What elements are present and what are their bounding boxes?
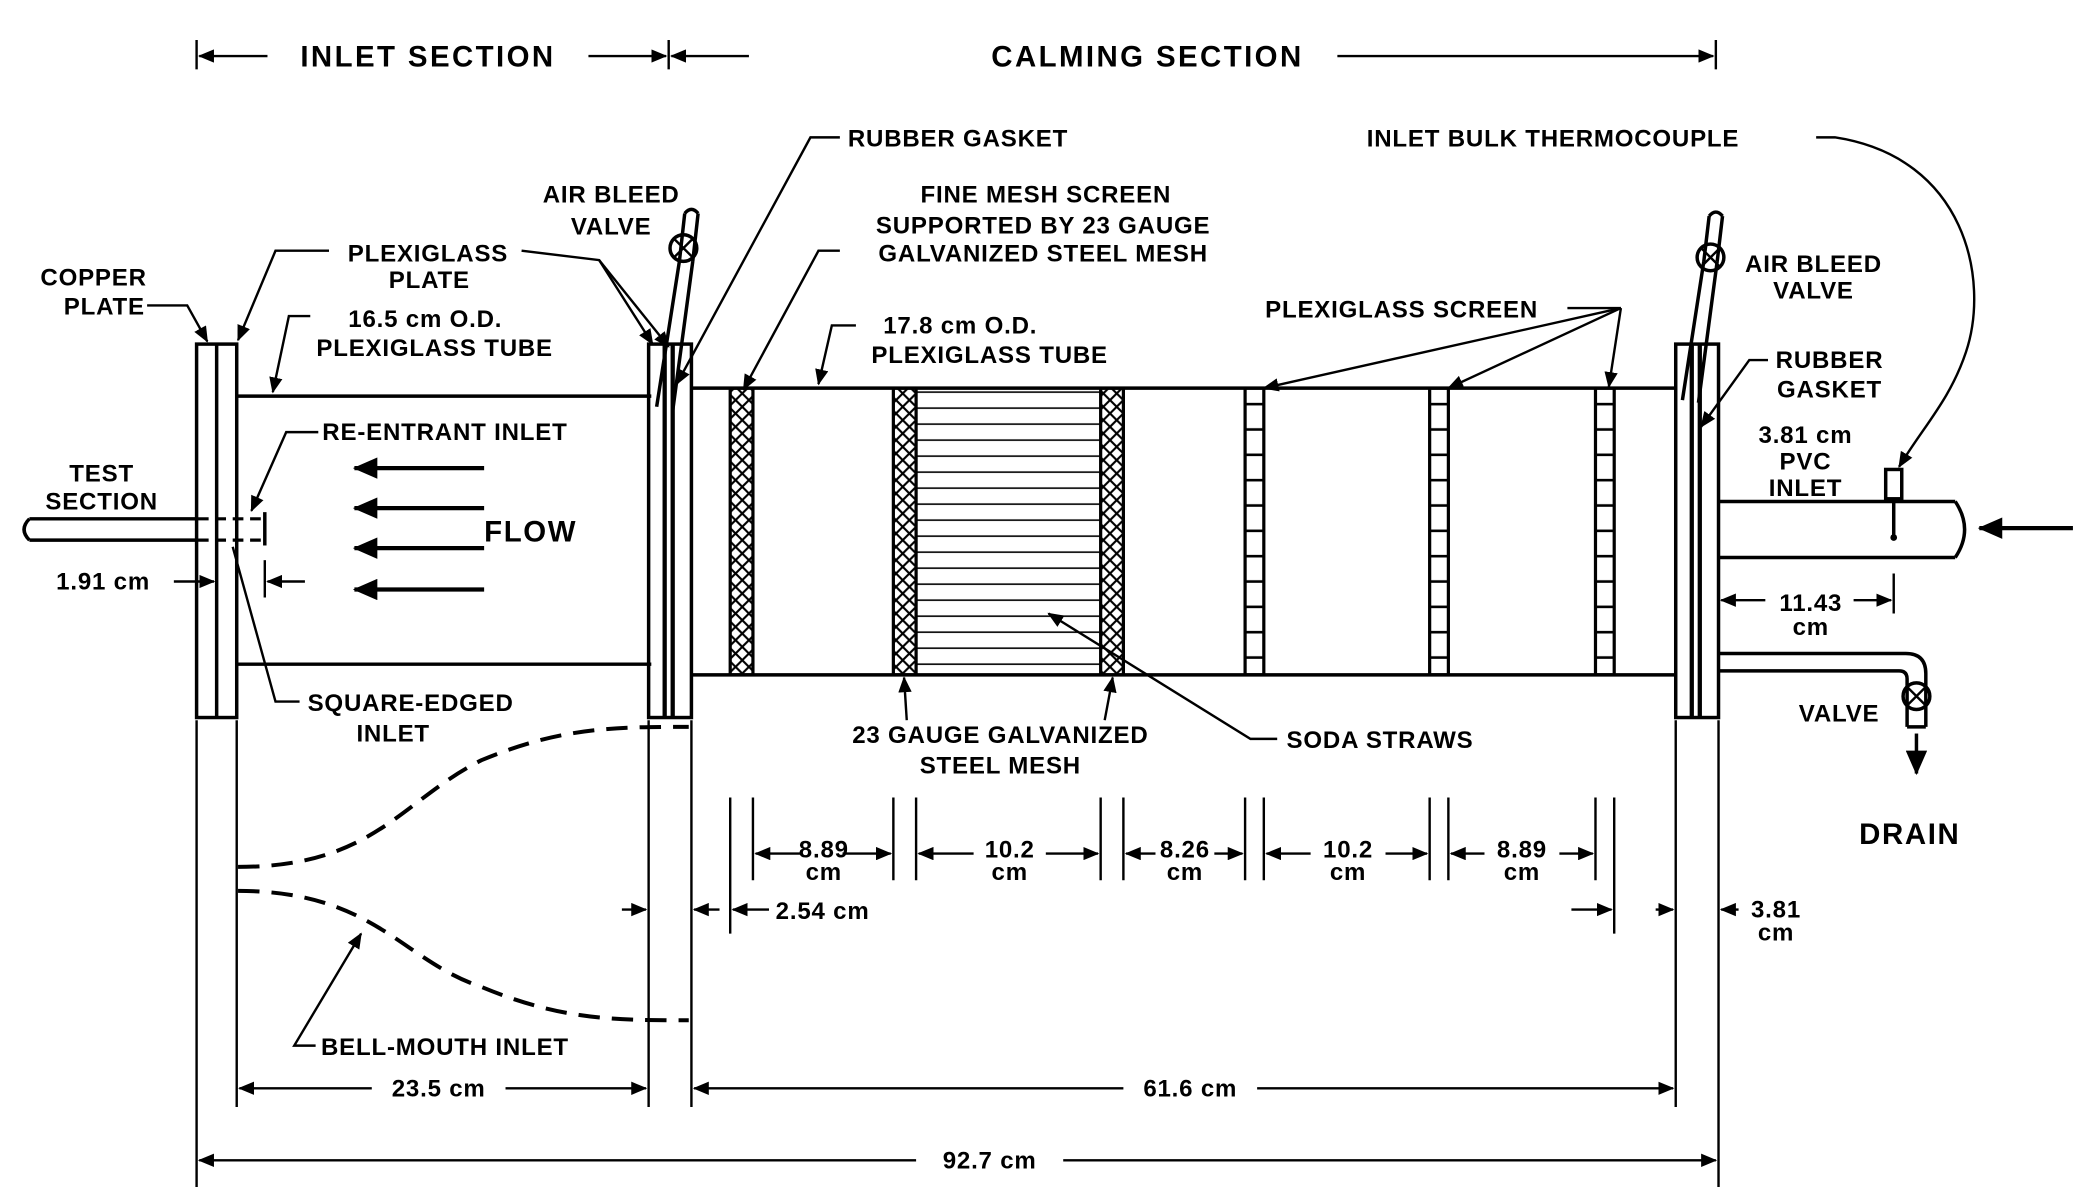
rubber-gasket-right-label: RUBBER: [1776, 347, 1884, 374]
dim-11-43-label-2: cm: [1793, 614, 1829, 641]
re-entrant-inlet-label: RE-ENTRANT INLET: [322, 419, 567, 446]
square-edged-inlet-label-2: INLET: [356, 721, 429, 748]
soda-straws-label: SODA STRAWS: [1287, 727, 1474, 754]
left-flange: [194, 342, 239, 720]
test-section-pipe: [22, 512, 268, 546]
middle-flange: [646, 342, 694, 720]
dim-11-43-label: 11.43: [1779, 590, 1842, 617]
plexiglass-screens: [1243, 386, 1616, 677]
drain-pipe: [1718, 651, 1932, 776]
fine-mesh-label: FINE MESH SCREEN: [920, 182, 1171, 209]
valve-icon: [668, 232, 699, 264]
dim-92-7-label: 92.7 cm: [943, 1147, 1037, 1174]
inlet-tube: [236, 394, 652, 666]
calming-tube-label-2: PLEXIGLASS TUBE: [871, 342, 1108, 369]
fine-mesh-label-3: GALVANIZED STEEL MESH: [878, 240, 1208, 267]
leader-lines: [147, 136, 1976, 1047]
calming-tube-label: 17.8 cm O.D.: [883, 312, 1037, 339]
dim-23-5-label: 23.5 cm: [392, 1075, 486, 1102]
bell-mouth-inlet-label: BELL-MOUTH INLET: [321, 1034, 569, 1061]
test-section-label-2: SECTION: [45, 489, 158, 516]
test-section-label: TEST: [69, 460, 134, 487]
right-flange: [1673, 342, 1721, 720]
dim-3-81-label: 3.81: [1751, 897, 1801, 924]
bell-mouth-inlet: [238, 724, 689, 1023]
steel-mesh-label: 23 GAUGE GALVANIZED: [852, 722, 1148, 749]
fine-mesh-screen: [728, 386, 755, 677]
air-bleed-valve-left-label-2: VALVE: [571, 214, 652, 241]
fine-mesh-label-2: SUPPORTED BY 23 GAUGE: [876, 212, 1210, 239]
pvc-inlet-label: 3.81 cm: [1759, 422, 1853, 449]
dim-10-2-a-label-2: cm: [992, 859, 1028, 886]
pvc-inlet-label-3: INLET: [1769, 475, 1842, 502]
calming-tube: [691, 386, 1678, 677]
dim-8-26-label: 8.26: [1160, 837, 1210, 864]
rubber-gasket-right-label-2: GASKET: [1777, 376, 1882, 403]
drain-label: DRAIN: [1859, 818, 1960, 851]
soda-straws-block: [891, 386, 1125, 677]
plexiglass-screen-label: PLEXIGLASS SCREEN: [1265, 296, 1538, 323]
dim-8-89-b-label: 8.89: [1497, 837, 1547, 864]
inlet-tube-label: 16.5 cm O.D.: [348, 306, 502, 333]
copper-plate-label-2: PLATE: [64, 294, 145, 321]
calming-section-label: CALMING SECTION: [991, 41, 1303, 74]
valve-icon: [1695, 242, 1726, 273]
dim-10-2-b-label: 10.2: [1323, 837, 1373, 864]
dim-3-81-label-2: cm: [1758, 919, 1794, 946]
dim-8-89-a-label: 8.89: [799, 837, 849, 864]
labels: RUBBER GASKET INLET BULK THERMOCOUPLE AI…: [40, 126, 1960, 1175]
dim-10-2-a-label: 10.2: [985, 837, 1035, 864]
inlet-bulk-thermocouple-label: INLET BULK THERMOCOUPLE: [1367, 126, 1739, 153]
air-bleed-valve-right-label-2: VALVE: [1773, 278, 1854, 305]
valve-icon: [1901, 681, 1932, 712]
dim-61-6-label: 61.6 cm: [1143, 1075, 1237, 1102]
flow-arrows: [352, 457, 2073, 601]
pvc-inlet-pipe: [1718, 467, 1967, 560]
rubber-gasket-label: RUBBER GASKET: [848, 126, 1068, 153]
dimension-lines: [173, 560, 1895, 1187]
dim-10-2-b-label-2: cm: [1330, 859, 1366, 886]
copper-plate-label: COPPER: [40, 264, 146, 291]
dim-1-91-label: 1.91 cm: [56, 569, 150, 596]
square-edged-inlet-label: SQUARE-EDGED: [308, 690, 514, 717]
air-bleed-valve-left-label: AIR BLEED: [543, 182, 680, 209]
dim-2-54-label: 2.54 cm: [776, 898, 870, 925]
dim-8-26-label-2: cm: [1167, 859, 1203, 886]
air-bleed-valve-right-label: AIR BLEED: [1745, 251, 1882, 278]
section-header-dimensions: INLET SECTION CALMING SECTION: [195, 40, 1718, 74]
dim-8-89-b-label-2: cm: [1504, 859, 1540, 886]
dim-8-89-a-label-2: cm: [806, 859, 842, 886]
plexiglass-plate-label-2: PLATE: [389, 267, 470, 294]
plexiglass-plate-label: PLEXIGLASS: [348, 240, 508, 267]
inlet-section-label: INLET SECTION: [300, 41, 555, 74]
inlet-tube-label-2: PLEXIGLASS TUBE: [316, 335, 553, 362]
pvc-inlet-label-2: PVC: [1780, 448, 1832, 475]
flow-label: FLOW: [484, 516, 577, 549]
air-bleed-valve-right: [1680, 210, 1726, 404]
steel-mesh-label-2: STEEL MESH: [920, 753, 1081, 780]
valve-label: VALVE: [1799, 701, 1880, 728]
